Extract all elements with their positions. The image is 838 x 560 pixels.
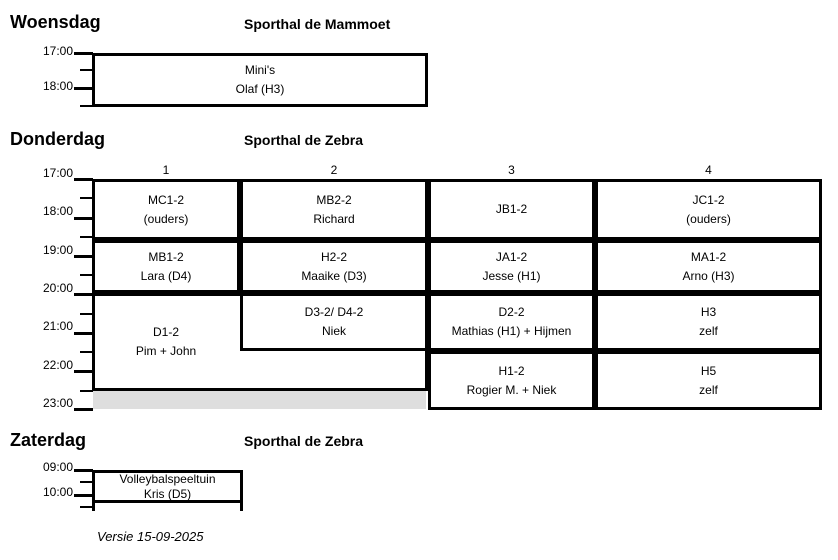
team-name: D2-2 — [498, 305, 525, 319]
training-block: H1-2 Rogier M. + Niek — [428, 351, 595, 410]
trainer-name: zelf — [699, 382, 718, 397]
trainer-name: zelf — [699, 324, 718, 338]
trainer-name: Jesse (H1) — [482, 268, 541, 283]
training-block-volleybalspeeltuin: Volleybalspeeltuin Kris (D5) — [92, 470, 243, 503]
axis-tick-hour — [74, 494, 93, 497]
team-name: Mini's — [244, 63, 276, 77]
axis-tick-hour — [74, 52, 93, 55]
training-block: H3 zelf — [595, 293, 822, 351]
axis-tick-hour — [74, 370, 93, 373]
time-label: 22:00 — [42, 358, 73, 372]
axis-tick-half — [80, 506, 93, 508]
hall-name-woensdag: Sporthal de Mammoet — [244, 16, 391, 32]
time-label: 20:00 — [42, 281, 73, 295]
time-label: 18:00 — [42, 79, 73, 93]
closed-time-band — [93, 391, 426, 409]
axis-tick-half — [80, 236, 93, 238]
axis-tick-hour — [74, 332, 93, 335]
axis-tick-half — [80, 197, 93, 199]
trainer-name: Rogier M. + Niek — [466, 382, 557, 397]
team-name: D3-2/ D4-2 — [304, 305, 364, 319]
team-name: H2-2 — [320, 249, 347, 264]
trainer-name: (ouders) — [686, 211, 731, 226]
team-name: JB1-2 — [495, 202, 528, 216]
grid-stub — [240, 503, 243, 511]
axis-tick-hour — [74, 178, 93, 181]
team-name: MB1-2 — [148, 249, 184, 264]
training-block: JA1-2 Jesse (H1) — [428, 240, 595, 293]
court-number-3: 3 — [508, 163, 515, 177]
trainer-name: Lara (D4) — [140, 268, 192, 283]
axis-tick-half — [80, 313, 93, 315]
time-label: 21:00 — [42, 319, 73, 333]
day-title-woensdag: Woensdag — [10, 12, 101, 32]
time-label: 19:00 — [42, 243, 73, 257]
training-block: H2-2 Maaike (D3) — [240, 240, 428, 293]
training-block: D2-2 Mathias (H1) + Hijmen — [428, 293, 595, 351]
trainer-name: Kris (D5) — [143, 486, 192, 501]
hall-name-donderdag: Sporthal de Zebra — [244, 132, 364, 148]
axis-tick-hour — [74, 217, 93, 220]
time-label: 09:00 — [42, 460, 73, 474]
team-name: MB2-2 — [316, 192, 352, 207]
training-block: MB2-2 Richard — [240, 179, 428, 240]
axis-tick-hour — [74, 293, 93, 296]
time-label: 18:00 — [42, 204, 73, 218]
team-name: JA1-2 — [495, 249, 528, 264]
version-note: Versie 15-09-2025 — [97, 529, 204, 544]
time-label: 23:00 — [42, 396, 73, 410]
trainer-name: (ouders) — [143, 211, 189, 226]
court-number-1: 1 — [162, 163, 170, 177]
axis-tick-half — [80, 390, 93, 392]
training-block: D3-2/ D4-2 Niek — [240, 293, 428, 351]
axis-tick-half — [80, 105, 93, 107]
training-block: H5 zelf — [595, 351, 822, 410]
hall-name-zaterdag: Sporthal de Zebra — [244, 433, 364, 449]
team-name: H5 — [700, 363, 717, 378]
training-block: MB1-2 Lara (D4) — [92, 240, 240, 293]
trainer-name: Arno (H3) — [682, 268, 735, 283]
time-label: 17:00 — [42, 166, 73, 180]
axis-tick-half — [80, 274, 93, 276]
time-label: 10:00 — [42, 485, 73, 499]
day-title-donderdag: Donderdag — [10, 129, 106, 149]
axis-tick-half — [80, 351, 93, 353]
team-name: MA1-2 — [690, 249, 727, 264]
trainer-name: Olaf (H3) — [235, 82, 285, 96]
trainer-name: Niek — [321, 324, 346, 338]
trainer-name: Mathias (H1) + Hijmen — [451, 324, 572, 338]
team-name: D1-2 — [152, 325, 179, 339]
axis-tick-hour — [74, 255, 93, 258]
grid-stub — [92, 503, 95, 511]
team-name: H1-2 — [498, 363, 525, 378]
trainer-name: Maaike (D3) — [301, 268, 367, 283]
axis-tick-hour — [74, 469, 93, 472]
time-label: 17:00 — [42, 44, 73, 58]
day-title-zaterdag: Zaterdag — [10, 430, 87, 450]
trainer-name: Pim + John — [135, 344, 197, 358]
training-block-d12-label: D1-2 Pim + John — [92, 293, 240, 391]
axis-tick-hour — [74, 87, 93, 90]
training-block: JC1-2 (ouders) — [595, 179, 822, 240]
training-block: JB1-2 — [428, 179, 595, 240]
court-number-4: 4 — [705, 163, 712, 177]
team-name: H3 — [700, 305, 717, 319]
team-name: JC1-2 — [692, 192, 725, 207]
training-block: MA1-2 Arno (H3) — [595, 240, 822, 293]
axis-tick-half — [80, 481, 93, 483]
team-name: MC1-2 — [147, 192, 184, 207]
court-number-2: 2 — [330, 163, 338, 177]
axis-tick-hour — [74, 408, 93, 411]
trainer-name: Richard — [313, 211, 355, 226]
team-name: Volleybalspeeltuin — [119, 471, 216, 486]
axis-tick-half — [80, 69, 93, 71]
training-block: MC1-2 (ouders) — [92, 179, 240, 240]
training-block-minis: Mini's Olaf (H3) — [92, 53, 428, 107]
